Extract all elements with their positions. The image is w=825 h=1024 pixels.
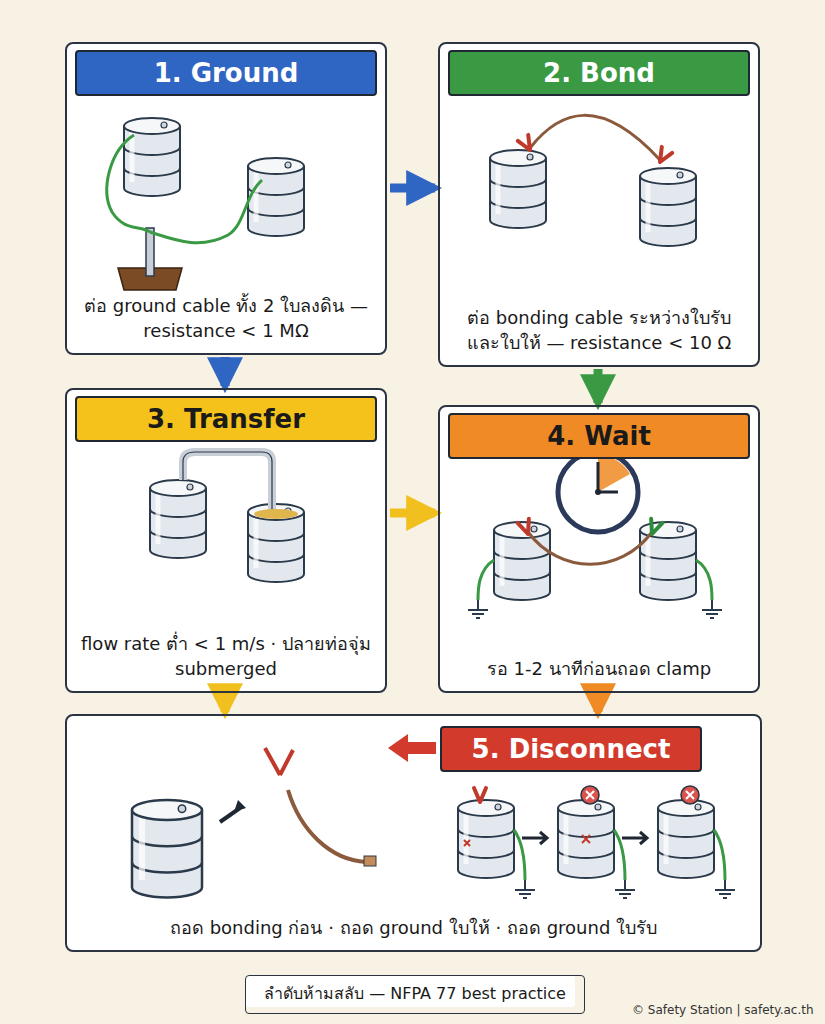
step-header: 5. Disconnect [440,726,702,772]
step-panel: 5. Disconnect ถอด bonding ก่อน · ถอด grou… [65,714,762,952]
step-panel: 3. Transfer flow rate ต่ำ < 1 m/s · ปลายท… [65,388,387,693]
flow-arrow [390,509,435,518]
step-caption: flow rate ต่ำ < 1 m/s · ปลายท่อจุ่ม subm… [77,631,375,681]
step-caption: รอ 1-2 นาทีก่อนถอด clamp [450,656,748,681]
note-text: ลำดับห้ามสลับ — NFPA 77 best practice [246,976,584,1011]
watermark: © Safety Station | safety.ac.th [632,1003,814,1017]
flow-arrow [221,357,230,386]
flow-arrow [594,695,603,712]
step-header: 4. Wait [448,413,750,459]
step-caption: ต่อ ground cable ทั้ง 2 ใบลงดิน — resist… [77,293,375,343]
step-caption: ต่อ bonding cable ระหว่างใบรับ และใบให้ … [450,305,748,355]
step-caption: ถอด bonding ก่อน · ถอด ground ใบให้ · ถอ… [77,915,750,940]
step-panel: 2. Bond ต่อ bonding cable ระหว่างใบรับ แล… [438,42,760,367]
step-header: 3. Transfer [75,396,377,442]
flow-arrow [221,695,230,712]
step-panel: 4. Wait รอ 1-2 นาทีก่อนถอด clamp [438,405,760,693]
step-header: 2. Bond [448,50,750,96]
flow-arrow [594,369,603,403]
flow-arrow [390,184,435,193]
step-panel: 1. Ground ต่อ ground cable ทั้ง 2 ใบลงดิน… [65,42,387,355]
note-box: ลำดับห้ามสลับ — NFPA 77 best practice [245,975,585,1014]
step-header: 1. Ground [75,50,377,96]
